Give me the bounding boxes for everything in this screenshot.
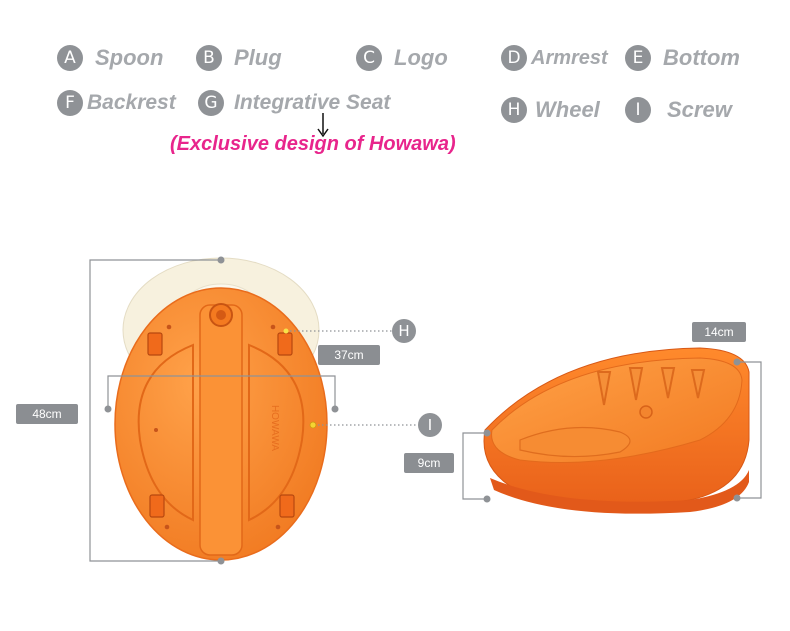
legend-label: Spoon	[95, 45, 164, 70]
screw-callout-badge: I	[418, 413, 442, 437]
tagline: (Exclusive design of Howawa)	[170, 133, 456, 155]
legend-label: Bottom	[663, 45, 740, 70]
base-logo: HOWAWA	[269, 405, 280, 451]
legend-badge: B	[196, 45, 222, 71]
height-tag: 48cm	[16, 404, 78, 424]
legend-item-wheel: H Wheel	[501, 97, 600, 123]
legend-badge: E	[625, 45, 651, 71]
down-arrow-icon	[317, 113, 329, 138]
rim-dimension-line	[462, 432, 487, 500]
wheel-callout-badge: H	[392, 319, 416, 343]
depth-dimension-line	[737, 361, 762, 499]
rim-tag: 9cm	[404, 453, 454, 473]
legend-item-spoon: A Spoon	[57, 45, 163, 71]
legend-label: Armrest	[531, 46, 608, 69]
width-dimension-line	[107, 375, 336, 406]
legend-label: Plug	[234, 45, 282, 70]
legend-label: Logo	[394, 45, 448, 70]
legend-item-screw: I Screw	[625, 97, 732, 123]
legend-label: Integrative Seat	[234, 91, 391, 114]
wheel	[147, 332, 295, 518]
height-dimension-line	[89, 259, 221, 562]
legend-badge: H	[501, 97, 527, 123]
legend-item-logo: C Logo	[356, 45, 448, 71]
legend-badge: C	[356, 45, 382, 71]
bowl-side-view	[483, 347, 750, 514]
width-tag: 37cm	[318, 345, 380, 365]
legend-item-armrest: D Armrest	[501, 45, 608, 71]
legend-label: Screw	[667, 97, 732, 122]
legend-badge: G	[198, 90, 224, 116]
base-underside-view: HOWAWA	[114, 257, 328, 561]
legend-badge: I	[625, 97, 651, 123]
legend-label: Wheel	[535, 97, 600, 122]
legend-item-plug: B Plug	[196, 45, 282, 71]
legend-item-backrest: F Backrest	[57, 90, 176, 116]
legend-item-integrative-seat: G Integrative Seat	[198, 90, 390, 116]
screw	[309, 421, 317, 429]
legend-label: Backrest	[87, 91, 176, 114]
legend-badge: A	[57, 45, 83, 71]
legend-badge: F	[57, 90, 83, 116]
legend-badge: D	[501, 45, 527, 71]
legend-item-bottom: E Bottom	[625, 45, 740, 71]
depth-tag: 14cm	[692, 322, 746, 342]
